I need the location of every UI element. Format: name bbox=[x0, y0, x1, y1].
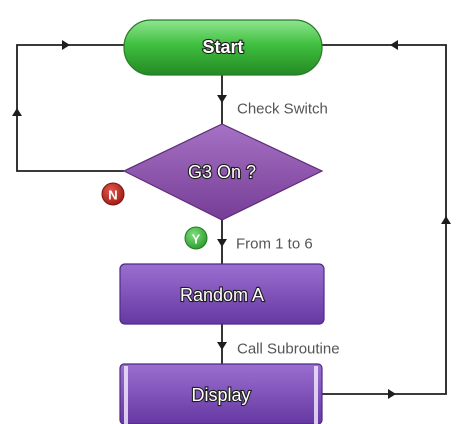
decision-shape bbox=[122, 123, 324, 221]
start-label: Start bbox=[202, 37, 243, 57]
edge-label-check: Check Switch bbox=[237, 101, 328, 118]
no-badge-circle bbox=[101, 182, 125, 206]
display-label: Display bbox=[191, 385, 250, 405]
edge-label-call: Call Subroutine bbox=[237, 341, 340, 358]
decision-node[interactable]: G3 On ? bbox=[122, 123, 324, 221]
arrow-right-left-loop bbox=[62, 40, 70, 50]
start-shape bbox=[123, 19, 323, 76]
edge-label-range: From 1 to 6 bbox=[236, 236, 313, 253]
random-label: Random A bbox=[180, 285, 264, 305]
decision-label: G3 On ? bbox=[188, 162, 256, 182]
yes-badge: Y bbox=[184, 226, 208, 250]
arrow-up-right-loop bbox=[441, 216, 451, 224]
no-badge: N bbox=[101, 182, 125, 206]
arrow-right-display bbox=[388, 389, 396, 399]
arrow-down-check bbox=[217, 95, 227, 103]
no-badge-label: N bbox=[108, 188, 117, 203]
arrow-left-right-loop bbox=[390, 40, 398, 50]
yes-badge-circle bbox=[184, 226, 208, 250]
arrow-down-range bbox=[217, 239, 227, 247]
start-node[interactable]: Start bbox=[123, 19, 323, 76]
arrow-down-call bbox=[217, 342, 227, 350]
random-shape bbox=[119, 263, 325, 325]
display-node[interactable]: Display bbox=[119, 363, 323, 424]
arrowheads bbox=[12, 40, 451, 399]
connector-lines bbox=[16, 44, 447, 395]
edge-display-loop bbox=[322, 44, 447, 395]
display-right-bar bbox=[314, 366, 318, 424]
display-left-bar bbox=[124, 366, 128, 424]
edge-no-loop bbox=[16, 44, 124, 172]
yes-badge-label: Y bbox=[192, 232, 201, 247]
random-node[interactable]: Random A bbox=[119, 263, 325, 325]
display-shape bbox=[119, 363, 323, 424]
arrow-up-left-loop bbox=[12, 108, 22, 116]
